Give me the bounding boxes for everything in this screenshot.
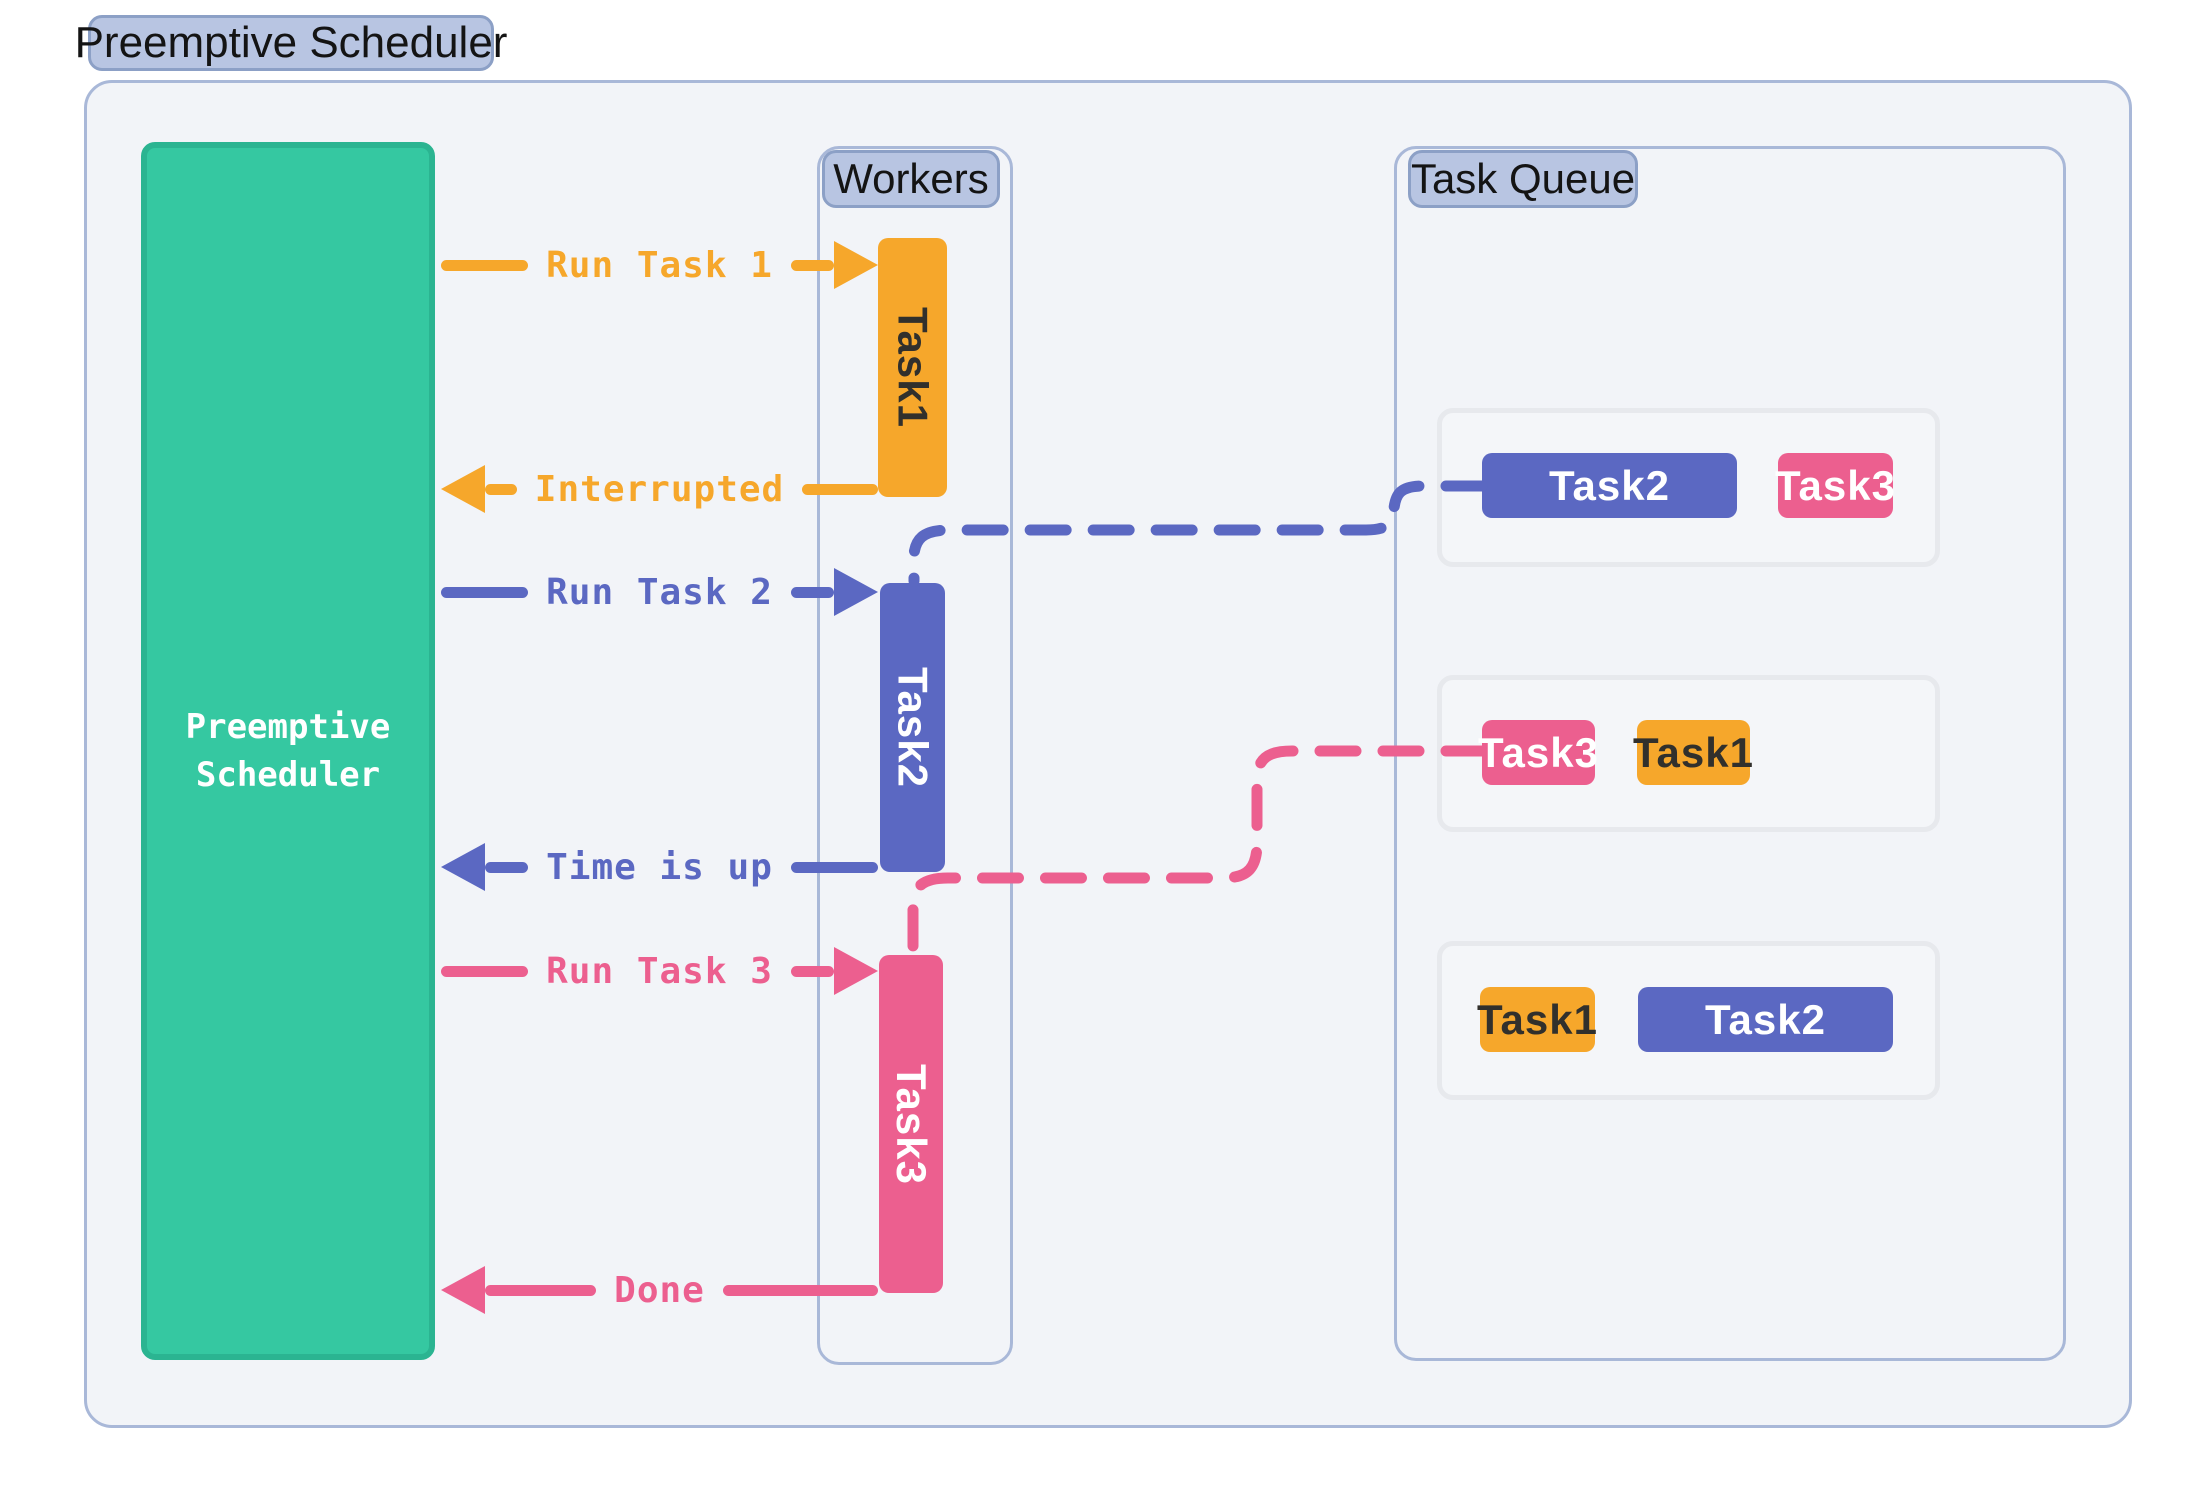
message-time-is-up: Time is up: [441, 841, 878, 893]
worker-task1-bar: Task1: [878, 238, 947, 497]
message-label: Run Task 2: [546, 571, 773, 613]
message-run-task-3: Run Task 3: [441, 945, 878, 997]
arrow-tail-line: [790, 861, 878, 873]
arrowhead-left-icon: [441, 1266, 485, 1314]
worker-task3-bar: Task3: [879, 955, 943, 1293]
arrow-tail-line: [802, 483, 879, 495]
arrowhead-right-icon: [834, 241, 878, 289]
message-label: Run Task 1: [546, 244, 773, 286]
scheduler-label-line2: Scheduler: [195, 755, 381, 795]
message-run-task-1: Run Task 1: [441, 239, 878, 291]
arrow-tail-line: [441, 259, 529, 271]
arrow-shaft-line: [441, 1266, 597, 1314]
worker-task2-bar: Task2: [880, 583, 945, 872]
workers-panel-title: Workers: [822, 150, 1000, 208]
task-queue-panel-title: Task Queue: [1408, 150, 1638, 208]
arrow-shaft-line: [790, 241, 878, 289]
arrowhead-left-icon: [441, 843, 485, 891]
arrow-shaft-line: [790, 568, 878, 616]
arrow-shaft-line: [441, 843, 529, 891]
arrowhead-right-icon: [834, 947, 878, 995]
message-label: Interrupted: [534, 468, 785, 510]
message-interrupted: Interrupted: [441, 463, 879, 515]
arrowhead-right-icon: [834, 568, 878, 616]
message-label: Time is up: [546, 846, 773, 888]
arrowhead-left-icon: [441, 465, 485, 513]
queue-chip-task3: Task3: [1478, 720, 1598, 785]
message-done: Done: [441, 1264, 879, 1316]
queue-chip-task2: Task2: [1482, 453, 1737, 518]
queue-chip-task3: Task3: [1775, 453, 1895, 518]
arrow-tail-line: [441, 965, 529, 977]
message-label: Run Task 3: [546, 950, 773, 992]
arrow-shaft-line: [790, 947, 878, 995]
queue-chip-task1: Task1: [1633, 720, 1753, 785]
scheduler-box: Preemptive Scheduler: [141, 142, 435, 1360]
scheduler-label-line1: Preemptive: [185, 707, 391, 747]
diagram-title-badge: Preemptive Scheduler: [75, 15, 507, 71]
arrow-shaft-line: [441, 465, 517, 513]
queue-chip-task2: Task2: [1638, 987, 1893, 1052]
arrow-tail-line: [441, 586, 529, 598]
queue-chip-task1: Task1: [1477, 987, 1597, 1052]
message-label: Done: [614, 1269, 705, 1311]
message-run-task-2: Run Task 2: [441, 566, 878, 618]
arrow-tail-line: [722, 1284, 879, 1296]
